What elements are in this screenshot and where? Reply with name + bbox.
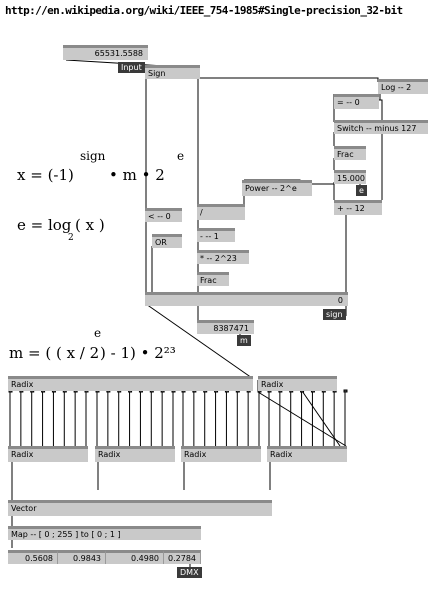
formula-m-lhs: m = ( ( x / 2 xyxy=(9,344,100,362)
radix-c-node[interactable]: Radix xyxy=(181,446,261,462)
formula-e-lhs: e = log xyxy=(17,216,72,234)
formula-x-e: e xyxy=(177,149,185,163)
output-value-4[interactable]: 0.2784 xyxy=(164,550,201,564)
equals-zero-node[interactable]: = -- 0 xyxy=(334,94,379,109)
multiply-2pow23-node[interactable]: * -- 2^23 xyxy=(197,250,249,264)
e-tag: e xyxy=(356,185,367,196)
power-node[interactable]: Power -- 2^e xyxy=(242,180,312,196)
input-number-box[interactable]: 65531.5588 xyxy=(63,45,148,60)
log2-node[interactable]: Log -- 2 xyxy=(378,79,428,94)
output-value-1[interactable]: 0.5608 xyxy=(8,550,58,564)
formula-m-e: e xyxy=(94,326,102,340)
frac-node-1[interactable]: Frac xyxy=(334,146,366,160)
formula-m-rhs: ) - 1) • 2²³ xyxy=(100,344,176,362)
dmx-tag: DMX xyxy=(177,567,202,578)
radix-d-node[interactable]: Radix xyxy=(267,446,347,462)
plus-12-node[interactable]: + -- 12 xyxy=(334,200,382,215)
formula-x-mid: • m • 2 xyxy=(109,166,165,184)
sign-value-bar[interactable]: 0 xyxy=(145,292,348,306)
mantissa-box[interactable]: 8387471 xyxy=(197,320,254,334)
less-than-zero-node[interactable]: < -- 0 xyxy=(145,208,182,222)
radix-left-node[interactable]: Radix xyxy=(8,376,253,391)
m-tag: m xyxy=(237,335,251,346)
frac-node-2[interactable]: Frac xyxy=(197,272,229,286)
map-node[interactable]: Map -- [ 0 ; 255 ] to [ 0 ; 1 ] xyxy=(8,526,201,540)
output-value-3[interactable]: 0.4980 xyxy=(106,550,164,564)
sign-node[interactable]: Sign xyxy=(145,65,200,79)
output-value-2[interactable]: 0.9843 xyxy=(58,550,106,564)
minus-1-node[interactable]: - -- 1 xyxy=(197,228,235,242)
radix-b-node[interactable]: Radix xyxy=(95,446,175,462)
radix-right-node[interactable]: Radix xyxy=(258,376,337,391)
page-url-label: http://en.wikipedia.org/wiki/IEEE_754-19… xyxy=(5,4,403,17)
value-15-box[interactable]: 15.000 xyxy=(334,170,366,184)
input-tag: Input xyxy=(118,62,145,73)
or-node[interactable]: OR xyxy=(152,234,182,248)
vector-node[interactable]: Vector xyxy=(8,500,272,516)
divide-node[interactable]: / xyxy=(197,204,245,220)
formula-x-sign: sign xyxy=(80,149,106,163)
switch-node[interactable]: Switch -- minus 127 xyxy=(334,120,428,134)
formula-x-lhs: x = (-1) xyxy=(17,166,74,184)
sign-tag: sign xyxy=(323,309,346,320)
formula-e-sub: 2 xyxy=(68,233,74,243)
formula-e-arg: ( x ) xyxy=(75,216,105,234)
radix-a-node[interactable]: Radix xyxy=(8,446,88,462)
